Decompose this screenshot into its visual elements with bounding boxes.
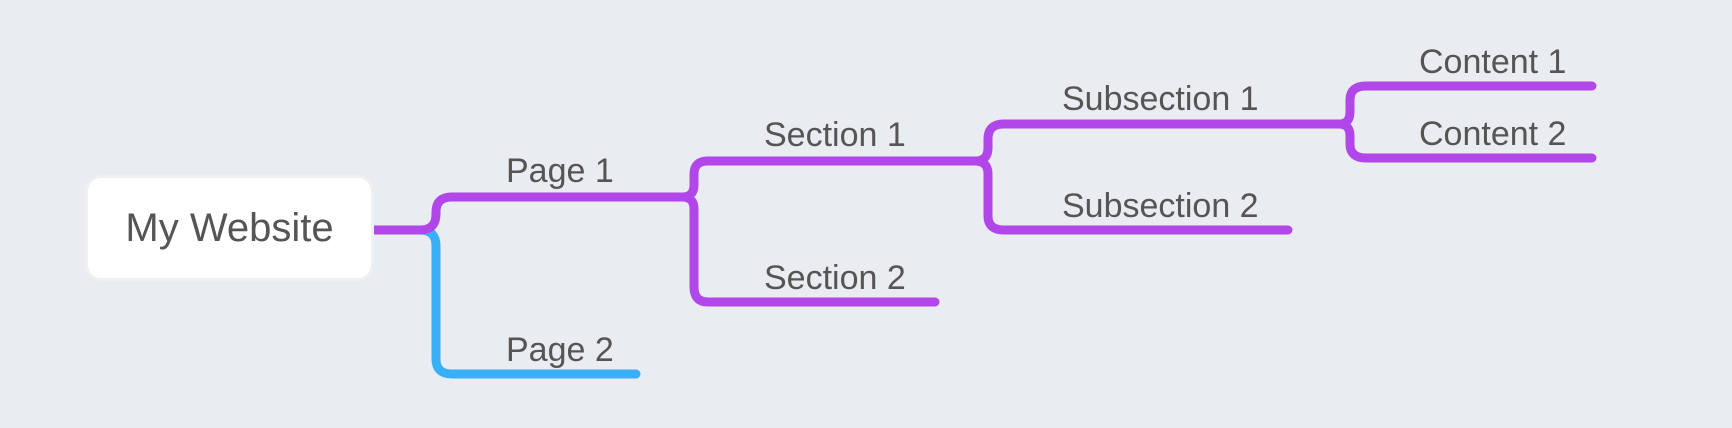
branch-subsection-1	[970, 119, 1344, 166]
topic-content-2[interactable]: Content 2	[1419, 115, 1567, 153]
root-topic-label: My Website	[125, 205, 334, 250]
root-topic-my-website[interactable]: My Website	[85, 175, 374, 281]
branch-content-2	[1334, 119, 1597, 163]
branch-subsection-2	[970, 156, 1293, 235]
branch-section-2	[677, 192, 940, 307]
topic-section-1[interactable]: Section 1	[764, 116, 906, 154]
topic-subsection-1[interactable]: Subsection 1	[1062, 80, 1259, 118]
topic-section-2[interactable]: Section 2	[764, 259, 906, 297]
topic-page-2[interactable]: Page 2	[506, 331, 614, 369]
topic-content-1[interactable]: Content 1	[1419, 43, 1567, 81]
branch-page-1	[415, 192, 687, 235]
branch-section-1	[677, 156, 980, 202]
topic-page-1[interactable]: Page 1	[506, 152, 614, 190]
topic-subsection-2[interactable]: Subsection 2	[1062, 187, 1259, 225]
